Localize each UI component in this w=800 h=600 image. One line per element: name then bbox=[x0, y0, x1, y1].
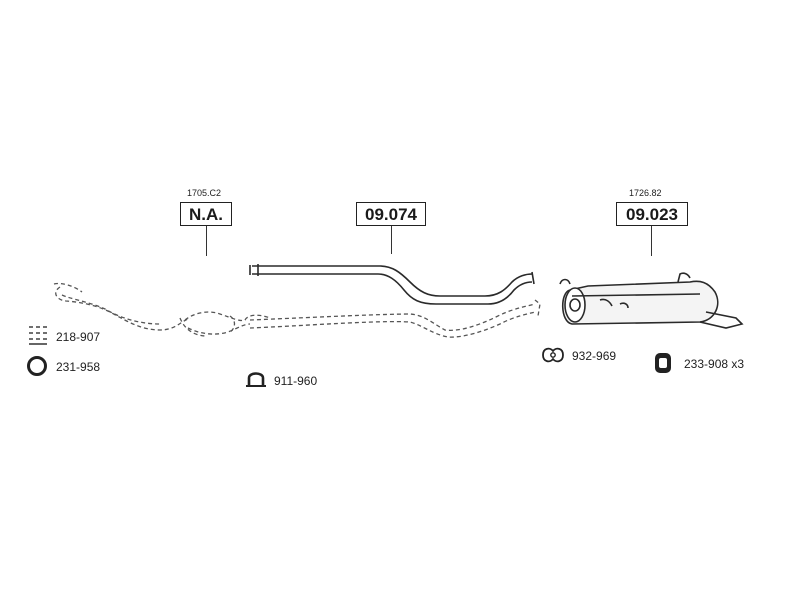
rubber-mount-icon bbox=[655, 353, 671, 373]
rear-ref-number: 1726.82 bbox=[629, 188, 662, 198]
part-label-ring[interactable]: 231-958 bbox=[56, 360, 101, 374]
rear-leader-line bbox=[651, 226, 653, 256]
middle-part-code[interactable]: 09.074 bbox=[356, 202, 426, 226]
part-label-clamp[interactable]: 911-960 bbox=[274, 374, 318, 388]
part-label-rubber[interactable]: 233-908 x3 bbox=[684, 357, 745, 371]
front-ref-number: 1705.C2 bbox=[187, 188, 222, 198]
middle-leader-line bbox=[391, 226, 393, 254]
u-clamp-icon bbox=[246, 372, 266, 387]
rear-part-code[interactable]: 09.023 bbox=[616, 202, 688, 226]
front-pipe-dashed bbox=[53, 282, 541, 338]
gasket-ring-icon bbox=[27, 356, 47, 376]
rear-muffler bbox=[559, 272, 744, 329]
part-label-kit[interactable]: 218-907 bbox=[56, 330, 101, 344]
part-label-bracket[interactable]: 932-969 bbox=[572, 349, 617, 363]
front-leader-line bbox=[206, 226, 208, 256]
hardware-kit-icon bbox=[29, 326, 47, 345]
front-part-code[interactable]: N.A. bbox=[180, 202, 232, 226]
bracket-clamp-icon bbox=[542, 347, 564, 363]
middle-pipe bbox=[249, 264, 535, 305]
